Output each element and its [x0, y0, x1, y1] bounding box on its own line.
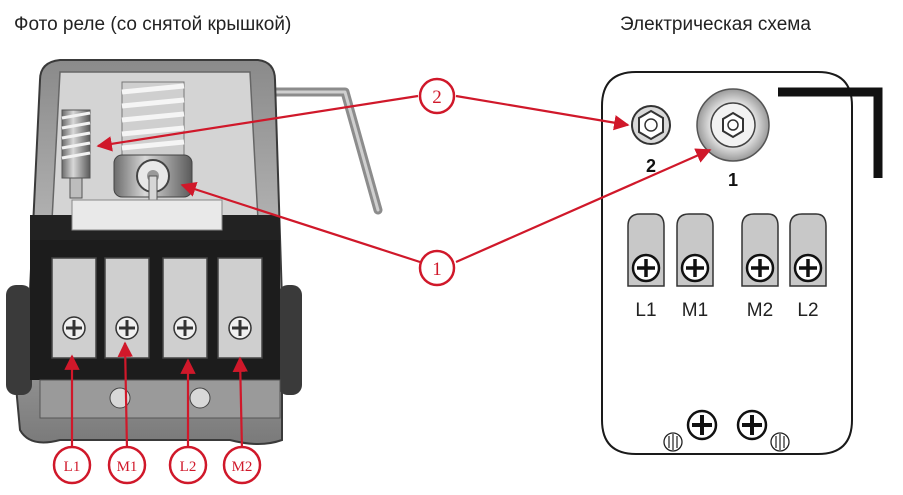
schematic-terminal-label: M2: [747, 300, 773, 321]
schematic-nut-large-label: 1: [728, 170, 738, 190]
arrow-1-to-photo: [180, 181, 421, 264]
callout-2-label: 2: [432, 87, 442, 108]
terminal-callout-label: L1: [64, 459, 81, 475]
ground-symbol-left: [663, 432, 683, 452]
terminal-callout-m2: M2: [222, 445, 262, 485]
large-spring: [113, 81, 193, 207]
terminal-callout-label: M2: [232, 459, 253, 475]
schematic-nut-small: [631, 105, 671, 145]
schematic-terminal-label: L1: [635, 300, 656, 321]
terminal-callout-l2: L2: [168, 445, 208, 485]
ground-screw-left: [686, 409, 718, 441]
arrow-2-to-photo: [96, 94, 419, 152]
schematic-terminal-l1: L1: [627, 213, 665, 321]
terminal-block: [30, 199, 281, 419]
callout-1-label: 1: [432, 259, 442, 280]
arrow-1-to-schematic: [455, 148, 712, 264]
schematic-terminal-m2: M2: [741, 213, 779, 321]
relay-photo: [6, 59, 383, 445]
callout-2: 2: [418, 77, 456, 115]
terminal-callout-l1: L1: [52, 445, 92, 485]
terminal-callout-m1: M1: [107, 445, 147, 485]
schematic-terminal-label: M1: [682, 300, 708, 321]
housing-foot-left: [6, 285, 32, 395]
schematic-nut-small-label: 2: [646, 156, 656, 176]
schematic-hex-key: [778, 87, 883, 178]
ground-screws: [663, 409, 790, 452]
schematic-nut-large: [696, 88, 770, 162]
small-spring: [61, 109, 91, 199]
photo-title: Фото реле (со снятой крышкой): [14, 14, 292, 35]
terminal-callout-label: L2: [180, 459, 197, 475]
arrow-terminal-m2: [232, 356, 248, 451]
ground-screw-right: [736, 409, 768, 441]
schematic-terminals: L1 M1 M2 L2: [627, 213, 827, 321]
ground-symbol-right: [770, 432, 790, 452]
schematic-terminal-l2: L2: [789, 213, 827, 321]
housing-foot-right: [278, 285, 302, 395]
photo-terminal-callouts: L1 M1 L2 M2: [52, 445, 262, 485]
callout-arrows: [64, 94, 712, 451]
callout-1: 1: [418, 249, 456, 287]
arrow-2-to-schematic: [455, 94, 630, 131]
terminal-callout-label: M1: [117, 459, 138, 475]
schematic-panel: 2 1 L1 M1 M2 L2: [601, 71, 883, 455]
schematic-terminal-label: L2: [797, 300, 818, 321]
arrow-terminal-m1: [117, 341, 133, 451]
schematic-terminal-m1: M1: [676, 213, 714, 321]
schematic-title: Электрическая схема: [620, 14, 811, 35]
schematic-outline: [601, 71, 853, 455]
photo-screw-terminals: [51, 257, 263, 359]
